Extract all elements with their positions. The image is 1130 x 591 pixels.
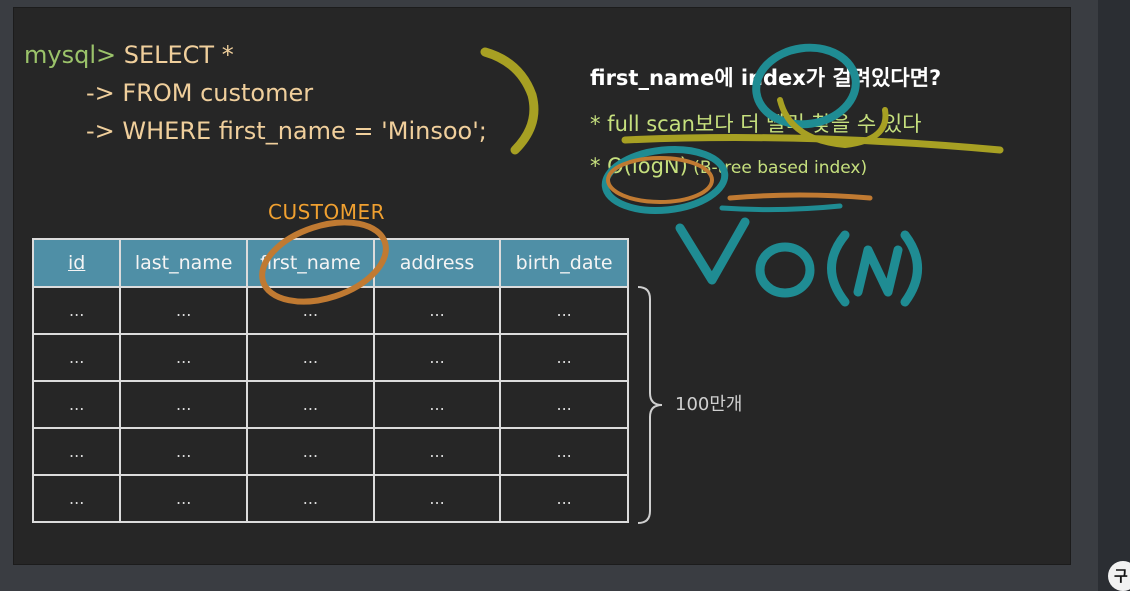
table-cell: ... bbox=[246, 286, 375, 335]
brace-icon bbox=[637, 286, 663, 524]
table-cell: ... bbox=[246, 333, 375, 382]
sql-line-3: -> WHERE first_name = 'Minsoo'; bbox=[86, 117, 487, 145]
side-panel bbox=[1098, 0, 1130, 591]
sql-select: SELECT * bbox=[116, 41, 234, 69]
table-cell: ... bbox=[119, 380, 249, 429]
note-complexity: * O(logN) (B-tree based index) bbox=[590, 154, 867, 178]
table-cell: ... bbox=[31, 474, 122, 523]
table-row: ... ... ... ... ... bbox=[31, 427, 629, 476]
table-cell: ... bbox=[246, 380, 375, 429]
table-cell: ... bbox=[372, 427, 502, 476]
note-full-scan: * full scan보다 더 빨리 찾을 수 있다 bbox=[590, 112, 922, 136]
note-complexity-main: * O(logN) bbox=[590, 154, 688, 178]
sql-line-1: mysql> SELECT * bbox=[24, 36, 487, 74]
table-cell: ... bbox=[119, 333, 249, 382]
table-cell: ... bbox=[372, 380, 502, 429]
sql-line-2: -> FROM customer bbox=[86, 79, 314, 107]
table-row: ... ... ... ... ... bbox=[31, 474, 629, 523]
table-cell: ... bbox=[499, 474, 629, 523]
table-cell: ... bbox=[499, 427, 629, 476]
table-cell: ... bbox=[31, 286, 122, 335]
table-header-row: id last_name first_name address birth_da… bbox=[31, 238, 629, 288]
table-cell: ... bbox=[119, 474, 249, 523]
note-complexity-sub: (B-tree based index) bbox=[687, 158, 868, 178]
column-header-id: id bbox=[31, 238, 122, 288]
column-header-address: address bbox=[372, 238, 502, 288]
customer-table: id last_name first_name address birth_da… bbox=[31, 238, 629, 523]
table-row: ... ... ... ... ... bbox=[31, 286, 629, 335]
row-count-label: 100만개 bbox=[675, 394, 743, 415]
notes-title: first_name에 index가 걸려있다면? bbox=[590, 66, 942, 90]
table-cell: ... bbox=[499, 333, 629, 382]
table-row: ... ... ... ... ... bbox=[31, 380, 629, 429]
sql-query: mysql> SELECT * -> FROM customer -> WHER… bbox=[24, 36, 487, 150]
table-cell: ... bbox=[372, 286, 502, 335]
table-cell: ... bbox=[31, 333, 122, 382]
table-cell: ... bbox=[372, 474, 502, 523]
table-cell: ... bbox=[499, 380, 629, 429]
table-cell: ... bbox=[119, 286, 249, 335]
corner-badge[interactable]: 구 bbox=[1108, 561, 1130, 591]
table-cell: ... bbox=[499, 286, 629, 335]
table-cell: ... bbox=[246, 474, 375, 523]
column-header-first-name: first_name bbox=[246, 238, 375, 288]
table-title: CUSTOMER bbox=[268, 200, 386, 224]
mysql-prompt: mysql> bbox=[24, 41, 117, 69]
column-header-last-name: last_name bbox=[119, 238, 249, 288]
table-cell: ... bbox=[31, 380, 122, 429]
column-header-birth-date: birth_date bbox=[499, 238, 629, 288]
table-row: ... ... ... ... ... bbox=[31, 333, 629, 382]
table-cell: ... bbox=[119, 427, 249, 476]
table-cell: ... bbox=[246, 427, 375, 476]
table-cell: ... bbox=[31, 427, 122, 476]
table-cell: ... bbox=[372, 333, 502, 382]
